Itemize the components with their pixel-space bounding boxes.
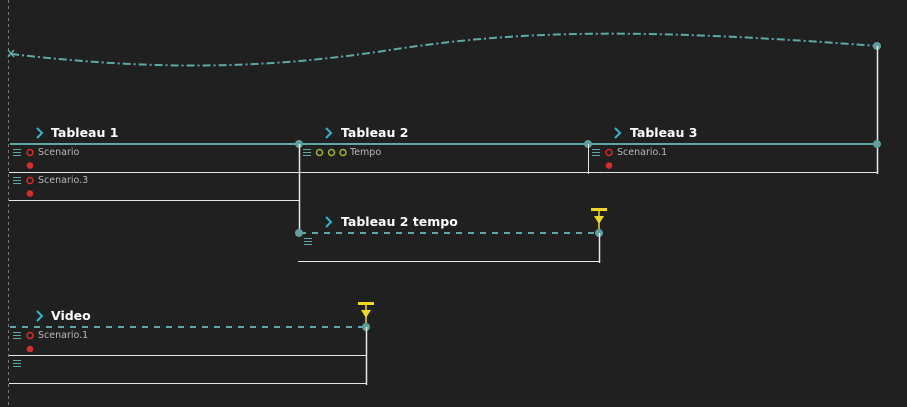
curve-start-marker-icon[interactable] [7, 49, 15, 58]
trigger-icon-video[interactable] [358, 302, 374, 324]
process-label[interactable]: Scenario.1 [38, 330, 89, 341]
chevron-right-icon[interactable] [36, 310, 44, 322]
menu-icon[interactable] [13, 149, 21, 156]
process-label[interactable]: Scenario.3 [38, 175, 89, 186]
process-label[interactable]: Scenario.1 [617, 147, 668, 158]
automation-curve[interactable] [10, 32, 878, 67]
process-label[interactable]: Tempo [350, 147, 382, 158]
state-ring-icon[interactable] [26, 148, 34, 157]
chevron-right-icon[interactable] [36, 127, 44, 139]
state-dot-icon[interactable] [605, 162, 613, 169]
menu-icon[interactable] [13, 360, 21, 367]
state-ring-icon[interactable] [26, 176, 34, 185]
state-marker[interactable] [295, 229, 303, 237]
menu-icon[interactable] [303, 149, 311, 156]
state-ring-icon[interactable] [339, 148, 347, 157]
menu-icon[interactable] [304, 238, 312, 245]
menu-icon[interactable] [592, 149, 600, 156]
state-dot-icon[interactable] [26, 345, 34, 353]
menu-icon[interactable] [13, 332, 21, 339]
interval-title-video[interactable]: Video [51, 308, 91, 323]
state-marker[interactable] [873, 140, 881, 148]
state-ring-icon[interactable] [315, 148, 324, 157]
state-dot-icon[interactable] [26, 162, 34, 169]
chevron-right-icon[interactable] [614, 127, 622, 139]
interval-title-tableau-3[interactable]: Tableau 3 [630, 125, 698, 140]
chevron-right-icon[interactable] [325, 127, 333, 139]
state-ring-icon[interactable] [327, 148, 336, 157]
process-label[interactable]: Scenario [38, 147, 80, 158]
state-dot-icon[interactable] [26, 190, 34, 197]
interval-title-tableau-1[interactable]: Tableau 1 [51, 125, 119, 140]
menu-icon[interactable] [13, 177, 21, 184]
interval-title-tableau-2-tempo[interactable]: Tableau 2 tempo [341, 214, 458, 229]
interval-title-tableau-2[interactable]: Tableau 2 [341, 125, 409, 140]
trigger-icon-tempo[interactable] [591, 208, 607, 230]
state-ring-icon[interactable] [605, 148, 613, 157]
chevron-right-icon[interactable] [325, 216, 333, 228]
state-ring-icon[interactable] [26, 331, 34, 340]
